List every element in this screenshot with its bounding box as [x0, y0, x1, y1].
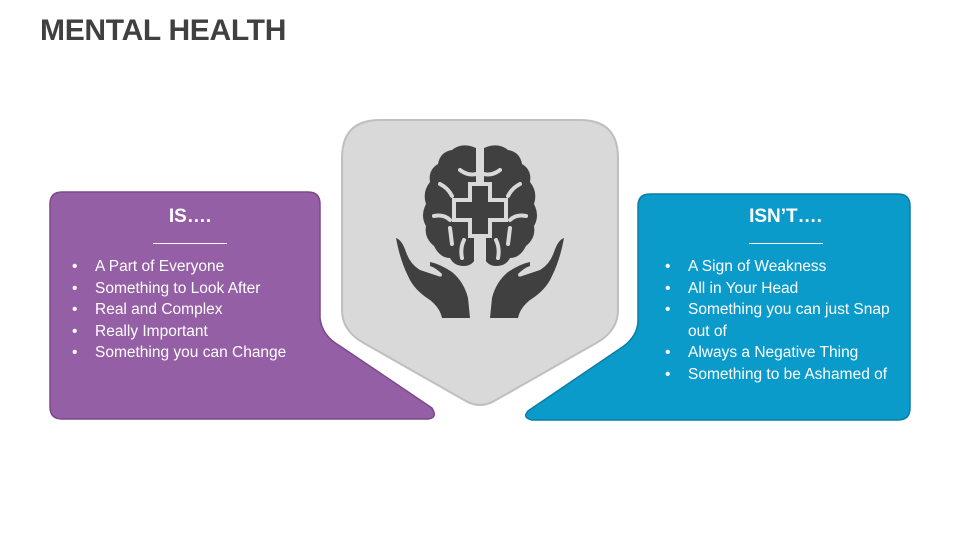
- list-item: Something you can just Snap out of: [663, 299, 908, 342]
- list-item: Something to Look After: [70, 278, 310, 300]
- list-item: Really Important: [70, 321, 310, 343]
- list-item: Real and Complex: [70, 299, 310, 321]
- list-item: All in Your Head: [663, 278, 908, 300]
- list-item: Always a Negative Thing: [663, 342, 908, 364]
- isnt-panel-heading: ISN’T….: [749, 206, 822, 227]
- is-panel-heading: IS….: [168, 206, 212, 227]
- center-panel-shape: [341, 119, 619, 406]
- is-panel-divider: [153, 243, 227, 244]
- is-panel: IS…. A Part of Everyone Something to Loo…: [70, 206, 310, 364]
- list-item: A Part of Everyone: [70, 256, 310, 278]
- list-item: Something to be Ashamed of: [663, 364, 908, 386]
- is-panel-list: A Part of Everyone Something to Look Aft…: [70, 256, 310, 364]
- page-title: MENTAL HEALTH: [40, 14, 287, 47]
- brain-with-medical-cross-in-hands-icon: [390, 140, 570, 320]
- list-item: Something you can Change: [70, 342, 310, 364]
- isnt-panel-divider: [748, 243, 823, 244]
- isnt-panel: ISN’T…. A Sign of Weakness All in Your H…: [663, 206, 908, 386]
- isnt-panel-list: A Sign of Weakness All in Your Head Some…: [663, 256, 908, 386]
- list-item: A Sign of Weakness: [663, 256, 908, 278]
- medical-cross-icon: [456, 186, 504, 234]
